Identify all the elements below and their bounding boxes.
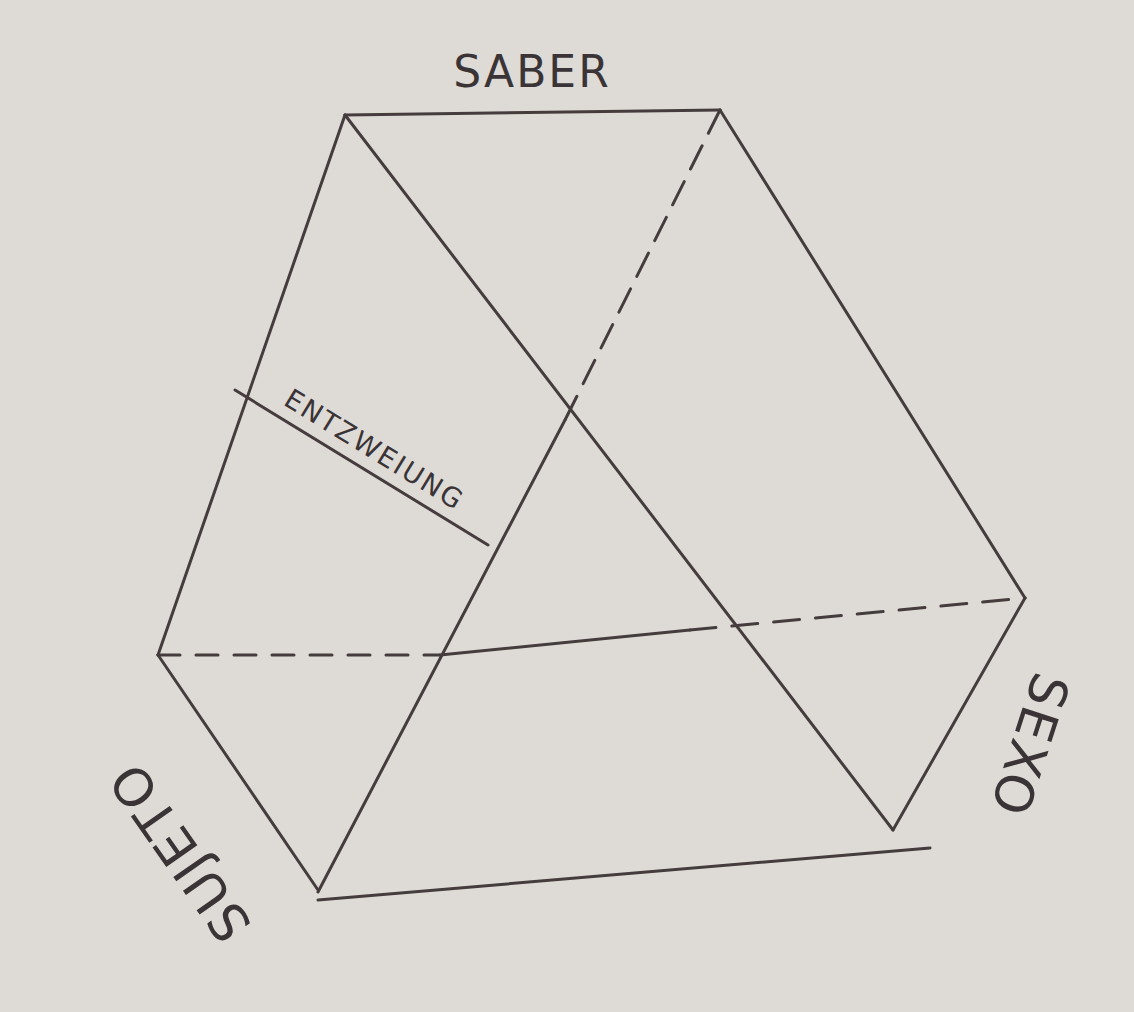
axis-label: SABER	[453, 50, 610, 94]
base-edge	[440, 630, 690, 655]
left-edge	[158, 115, 345, 655]
axis-label: SUJETO	[100, 754, 260, 951]
axis-label: ENTZWEIUNG	[280, 384, 469, 514]
prism-lines	[158, 110, 1025, 900]
top-edge	[345, 110, 720, 115]
hidden-base-edge	[158, 654, 440, 657]
hidden-edge	[565, 110, 720, 420]
bottom-edge	[318, 848, 930, 900]
section-line	[235, 390, 488, 545]
right-edge	[720, 110, 1025, 598]
hidden-base-edge	[690, 598, 1025, 630]
axis-label: SEXO	[983, 667, 1078, 823]
